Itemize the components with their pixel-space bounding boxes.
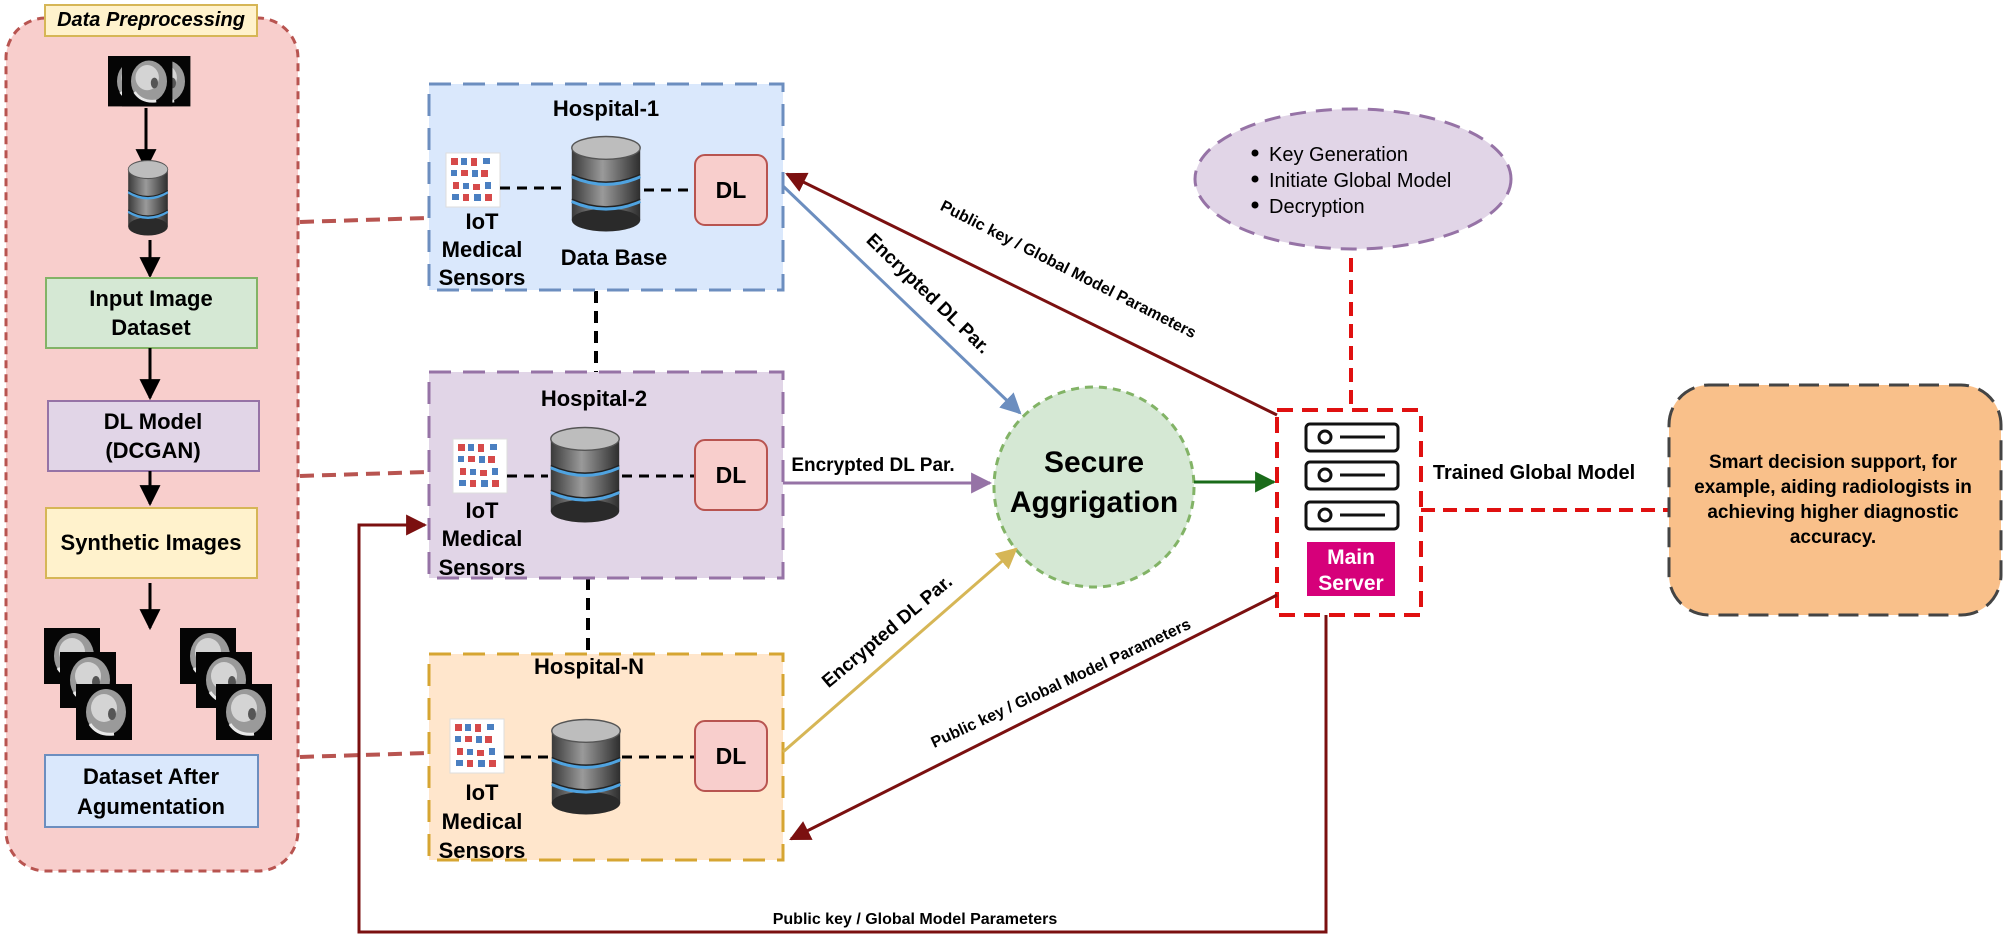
input-dataset-box — [45, 277, 258, 349]
link-pre-hn — [299, 751, 428, 759]
hn-sensor-label-3: Sensors — [439, 838, 526, 863]
keygen-item-1: Key Generation — [1269, 144, 1408, 166]
aggregation-label-2: Aggrigation — [1010, 486, 1178, 519]
link-pre-h1 — [299, 216, 428, 224]
dl-model-label-1: DL Model — [104, 409, 203, 434]
server-icon — [1304, 422, 1400, 531]
decision-text-1: Smart decision support, for — [1709, 452, 1958, 473]
h2-sensor-label-3: Sensors — [439, 555, 526, 580]
keygen-bullet-1 — [1251, 149, 1259, 157]
hospital-2-dl-box — [694, 439, 768, 511]
edge-enc-h2-label: Encrypted DL Par. — [791, 455, 954, 476]
hospital-2-database-icon — [548, 425, 622, 525]
decision-text-3: achieving higher diagnostic — [1707, 502, 1959, 523]
augmented-dataset-box — [44, 754, 259, 828]
h1-sensor-label-2: Medical — [442, 237, 523, 262]
secure-aggregation-node — [992, 385, 1196, 589]
edge-enc-hn — [782, 547, 1018, 754]
h2-dl-label: DL — [716, 462, 747, 488]
dl-model-label-2: (DCGAN) — [105, 438, 200, 463]
input-dataset-label-1: Input Image — [89, 286, 212, 311]
edge-pk-hn — [789, 593, 1278, 841]
augmented-dataset-label-1: Dataset After — [83, 764, 220, 789]
h2-sensor-label-1: IoT — [466, 498, 500, 523]
iot-sensor-icon — [452, 438, 508, 494]
decision-support-box — [1667, 383, 2003, 617]
hospital-1-title: Hospital-1 — [553, 96, 659, 121]
edge-pk-h2 — [357, 514, 1328, 934]
input-dataset-label-2: Dataset — [111, 315, 191, 340]
iot-sensor-icon — [449, 718, 505, 774]
trained-model-label: Trained Global Model — [1433, 462, 1635, 484]
hospital-1-dl-box — [694, 154, 768, 226]
keygen-item-3: Decryption — [1269, 196, 1365, 218]
edge-enc-h1 — [781, 184, 1022, 415]
key-generation-node — [1193, 107, 1513, 251]
h1-database-label: Data Base — [561, 245, 667, 270]
hospital-n-dl-box — [694, 720, 768, 792]
edge-pk-h1-label: Public key / Global Model Parameters — [937, 198, 1198, 342]
synthetic-images-label: Synthetic Images — [61, 530, 242, 555]
edge-pk-h2-label: Public key / Global Model Parameters — [773, 911, 1058, 928]
decision-text-4: accuracy. — [1790, 527, 1876, 548]
link-pre-h2 — [299, 470, 428, 478]
h1-sensor-label-1: IoT — [466, 209, 500, 234]
preprocessing-title: Data Preprocessing — [44, 4, 258, 37]
hospital-2-title: Hospital-2 — [541, 386, 647, 411]
iot-sensor-icon — [445, 152, 501, 208]
hn-dl-label: DL — [716, 743, 747, 769]
database-icon — [126, 159, 170, 237]
main-server-label-1: Main — [1327, 546, 1375, 569]
keygen-bullet-3 — [1251, 201, 1259, 209]
augmented-dataset-label-2: Agumentation — [77, 794, 225, 819]
hospital-n-title: Hospital-N — [534, 654, 644, 679]
decision-text-2: example, aiding radiologists in — [1694, 477, 1972, 498]
h2-sensor-label-2: Medical — [442, 526, 523, 551]
keygen-bullet-2 — [1251, 175, 1259, 183]
main-server-label-2: Server — [1318, 572, 1383, 595]
preprocessing-title-text: Data Preprocessing — [57, 9, 245, 31]
mri-stack-top — [106, 54, 192, 108]
h1-dl-label: DL — [716, 177, 747, 203]
keygen-item-2: Initiate Global Model — [1269, 170, 1451, 192]
edge-enc-h1-label: Encrypted DL Par. — [862, 230, 994, 359]
h1-sensor-label-3: Sensors — [439, 265, 526, 290]
synthetic-images-box — [45, 507, 258, 579]
edge-enc-hn-label: Encrypted DL Par. — [818, 571, 957, 692]
hospital-n-database-icon — [549, 717, 623, 817]
hospital-1-database-icon — [569, 134, 643, 234]
edge-pk-h1 — [785, 172, 1278, 417]
dl-model-box — [47, 400, 260, 472]
main-server-label-bg — [1307, 542, 1395, 596]
hn-sensor-label-1: IoT — [466, 780, 500, 805]
edge-pk-hn-label: Public key / Global Model Parameters — [929, 616, 1194, 752]
aggregation-label-1: Secure — [1044, 446, 1144, 479]
hn-sensor-label-2: Medical — [442, 809, 523, 834]
